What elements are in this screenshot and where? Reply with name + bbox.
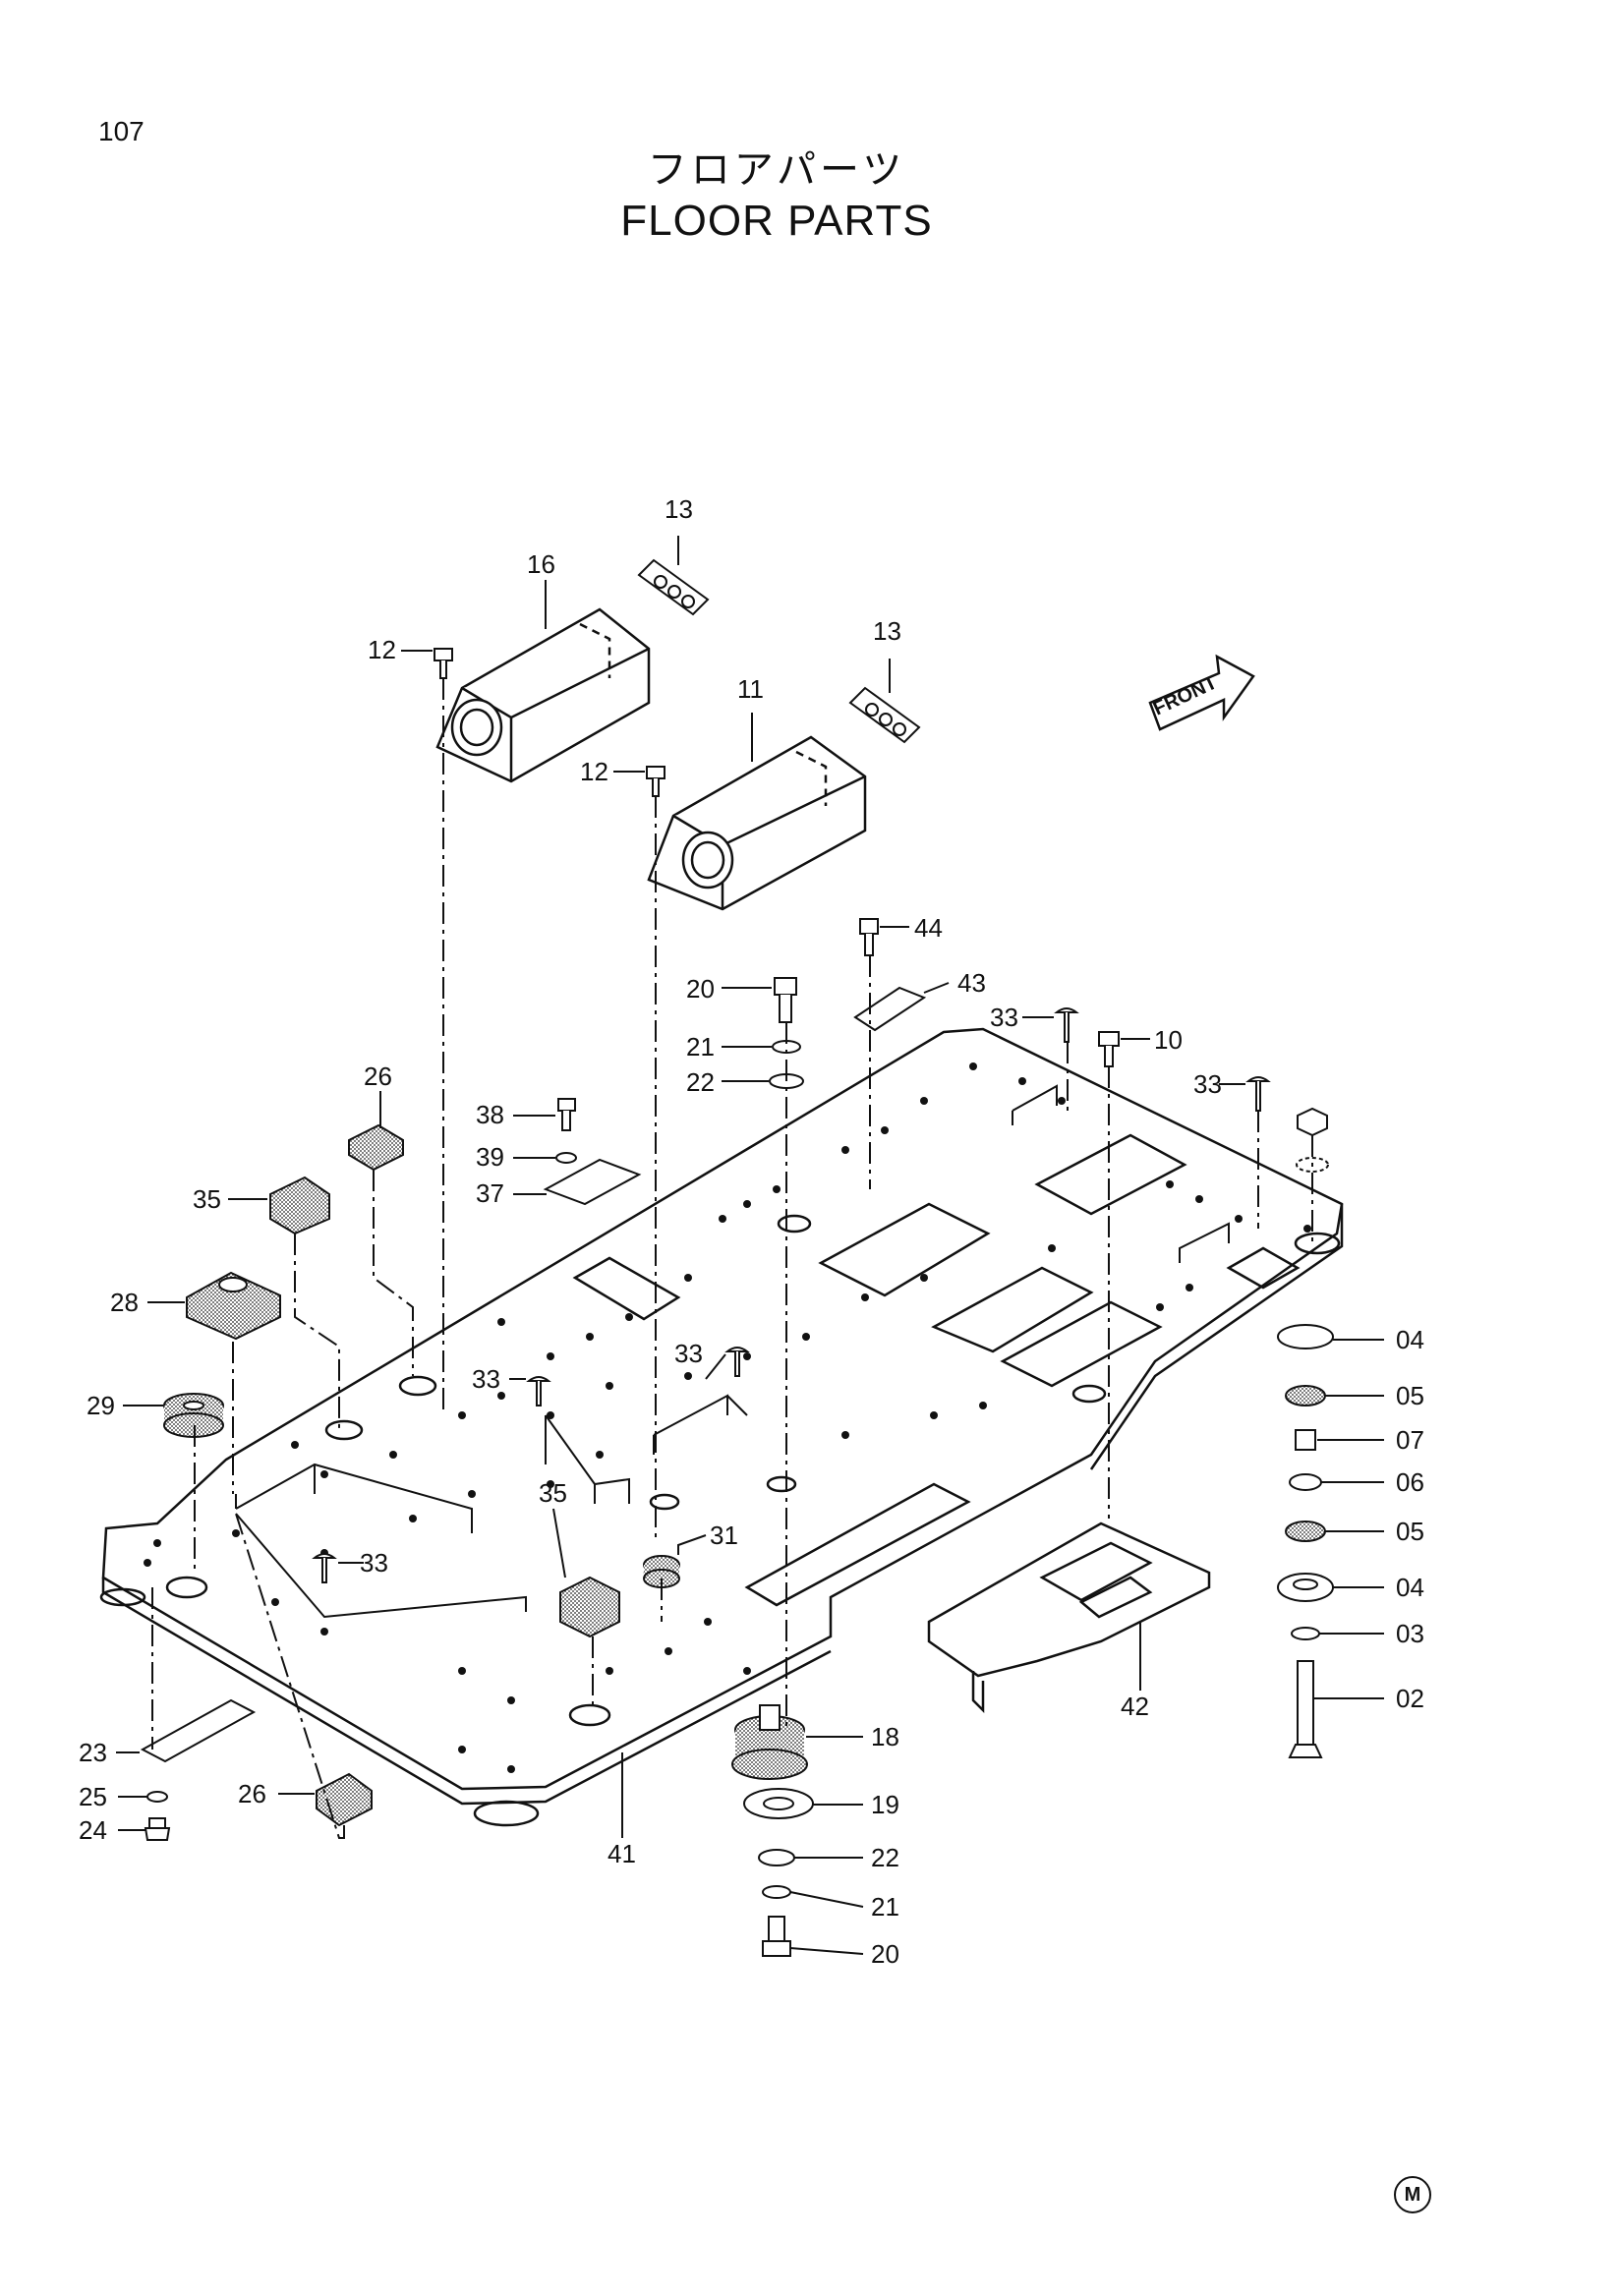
callout-37: 37 (476, 1178, 504, 1208)
callout-22: 22 (686, 1067, 715, 1097)
connector-13a (637, 558, 710, 616)
component-box-11 (647, 735, 867, 911)
callout-21: 21 (871, 1892, 899, 1922)
callout-04: 04 (1396, 1573, 1424, 1602)
page-title: FLOOR PARTS (620, 197, 933, 245)
callout-10: 10 (1154, 1025, 1183, 1055)
callout-21: 21 (686, 1032, 715, 1062)
callout-23: 23 (79, 1738, 107, 1767)
callout-20: 20 (871, 1939, 899, 1969)
corner-mark: M (1394, 2176, 1431, 2213)
callout-26: 26 (364, 1062, 392, 1091)
callout-12: 12 (368, 635, 396, 664)
connector-13b (848, 686, 921, 744)
callout-13: 13 (665, 494, 693, 524)
callout-28: 28 (110, 1288, 139, 1317)
callout-26: 26 (238, 1779, 266, 1808)
component-box-16 (435, 607, 651, 783)
callout-06: 06 (1396, 1467, 1424, 1497)
callout-33: 33 (990, 1003, 1018, 1032)
callout-03: 03 (1396, 1619, 1424, 1648)
callout-02: 02 (1396, 1684, 1424, 1713)
callout-35: 35 (193, 1184, 221, 1214)
callout-20: 20 (686, 974, 715, 1004)
callout-24: 24 (79, 1815, 107, 1845)
callout-38: 38 (476, 1100, 504, 1129)
callout-39: 39 (476, 1142, 504, 1172)
callout-labels: 13 16 12 13 11 12 44 43 20 33 10 21 26 2… (79, 494, 1424, 1969)
callout-05: 05 (1396, 1381, 1424, 1410)
callout-41: 41 (608, 1839, 636, 1868)
callout-05: 05 (1396, 1517, 1424, 1546)
front-direction-arrow: FRONT (1148, 654, 1255, 731)
callout-44: 44 (914, 913, 943, 943)
plate-bracket-lines (235, 1084, 1230, 1619)
callout-31: 31 (710, 1521, 738, 1550)
callout-33: 33 (674, 1339, 703, 1368)
callout-33: 33 (360, 1548, 388, 1578)
callout-19: 19 (871, 1790, 899, 1819)
floor-plate (99, 1027, 1344, 1827)
callout-16: 16 (527, 549, 555, 579)
leader-lines (116, 536, 1384, 1955)
callout-29: 29 (87, 1391, 115, 1420)
assembly-lines (151, 678, 1313, 1839)
sub-plate (927, 1521, 1211, 1714)
callout-25: 25 (79, 1782, 107, 1811)
callout-04: 04 (1396, 1325, 1424, 1354)
page-number: 107 (98, 116, 145, 146)
callout-33: 33 (472, 1364, 500, 1394)
fasteners (140, 648, 1329, 1957)
callout-22: 22 (871, 1843, 899, 1872)
callout-42: 42 (1121, 1692, 1149, 1721)
callout-43: 43 (957, 968, 986, 998)
callout-11: 11 (737, 674, 764, 704)
callout-33: 33 (1193, 1069, 1222, 1099)
callout-35: 35 (539, 1478, 567, 1508)
callout-18: 18 (871, 1722, 899, 1751)
callout-12: 12 (580, 757, 608, 786)
callout-07: 07 (1396, 1425, 1424, 1455)
callout-13: 13 (873, 616, 901, 646)
rubber-mounts (163, 1123, 1334, 1827)
page-title-japanese: フロアパーツ (647, 147, 906, 193)
